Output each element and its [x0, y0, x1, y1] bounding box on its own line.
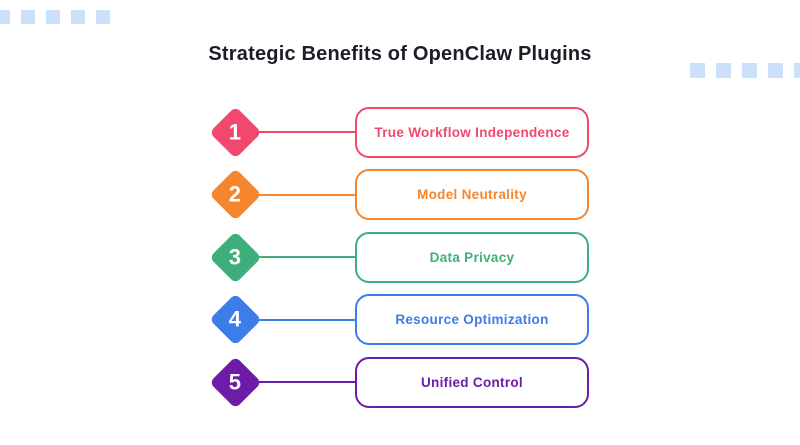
connector-line: [238, 318, 358, 321]
connector-line: [238, 193, 358, 196]
connector-line: [238, 131, 358, 133]
benefit-row: 1 True Workflow Independence: [0, 105, 800, 159]
benefit-label: Unified Control: [421, 374, 523, 390]
decor-square: [46, 10, 60, 24]
benefit-pill: Model Neutrality: [355, 169, 589, 220]
decor-square: [742, 63, 757, 78]
benefit-pill: Data Privacy: [355, 231, 589, 283]
step-number: 1: [228, 119, 242, 144]
step-number: 2: [228, 181, 242, 207]
step-number: 4: [228, 306, 242, 332]
step-number: 3: [228, 244, 242, 269]
benefit-pill: Resource Optimization: [355, 294, 589, 345]
decor-square: [0, 10, 10, 24]
benefit-pill: Unified Control: [355, 356, 589, 408]
step-number: 5: [228, 369, 242, 394]
benefit-label: Resource Optimization: [395, 312, 549, 327]
benefit-label: Model Neutrality: [417, 187, 527, 202]
benefit-rows: 1 True Workflow Independence 2 Model Neu…: [0, 105, 800, 409]
step-diamond: 4: [208, 293, 262, 346]
decor-square: [794, 63, 800, 78]
decor-square: [21, 10, 35, 24]
benefit-label: Data Privacy: [429, 249, 515, 265]
benefit-pill: True Workflow Independence: [355, 106, 589, 158]
step-diamond: 2: [208, 168, 262, 221]
decor-squares-right: [690, 63, 800, 78]
step-diamond: 5: [208, 355, 262, 409]
decor-square: [716, 63, 731, 78]
benefit-label: True Workflow Independence: [374, 124, 570, 140]
connector-line: [238, 381, 358, 383]
step-diamond: 3: [208, 230, 262, 284]
benefit-row: 3 Data Privacy: [0, 230, 800, 284]
connector-line: [238, 256, 358, 258]
decor-square: [690, 63, 705, 78]
page-title: Strategic Benefits of OpenClaw Plugins: [208, 43, 592, 66]
benefit-row: 5 Unified Control: [0, 355, 800, 409]
benefit-row: 2 Model Neutrality: [0, 168, 800, 221]
decor-square: [768, 63, 783, 78]
decor-squares-top-left: [0, 10, 110, 24]
step-diamond: 1: [208, 105, 262, 159]
decor-square: [71, 10, 85, 24]
benefit-row: 4 Resource Optimization: [0, 293, 800, 346]
decor-square: [96, 10, 110, 24]
